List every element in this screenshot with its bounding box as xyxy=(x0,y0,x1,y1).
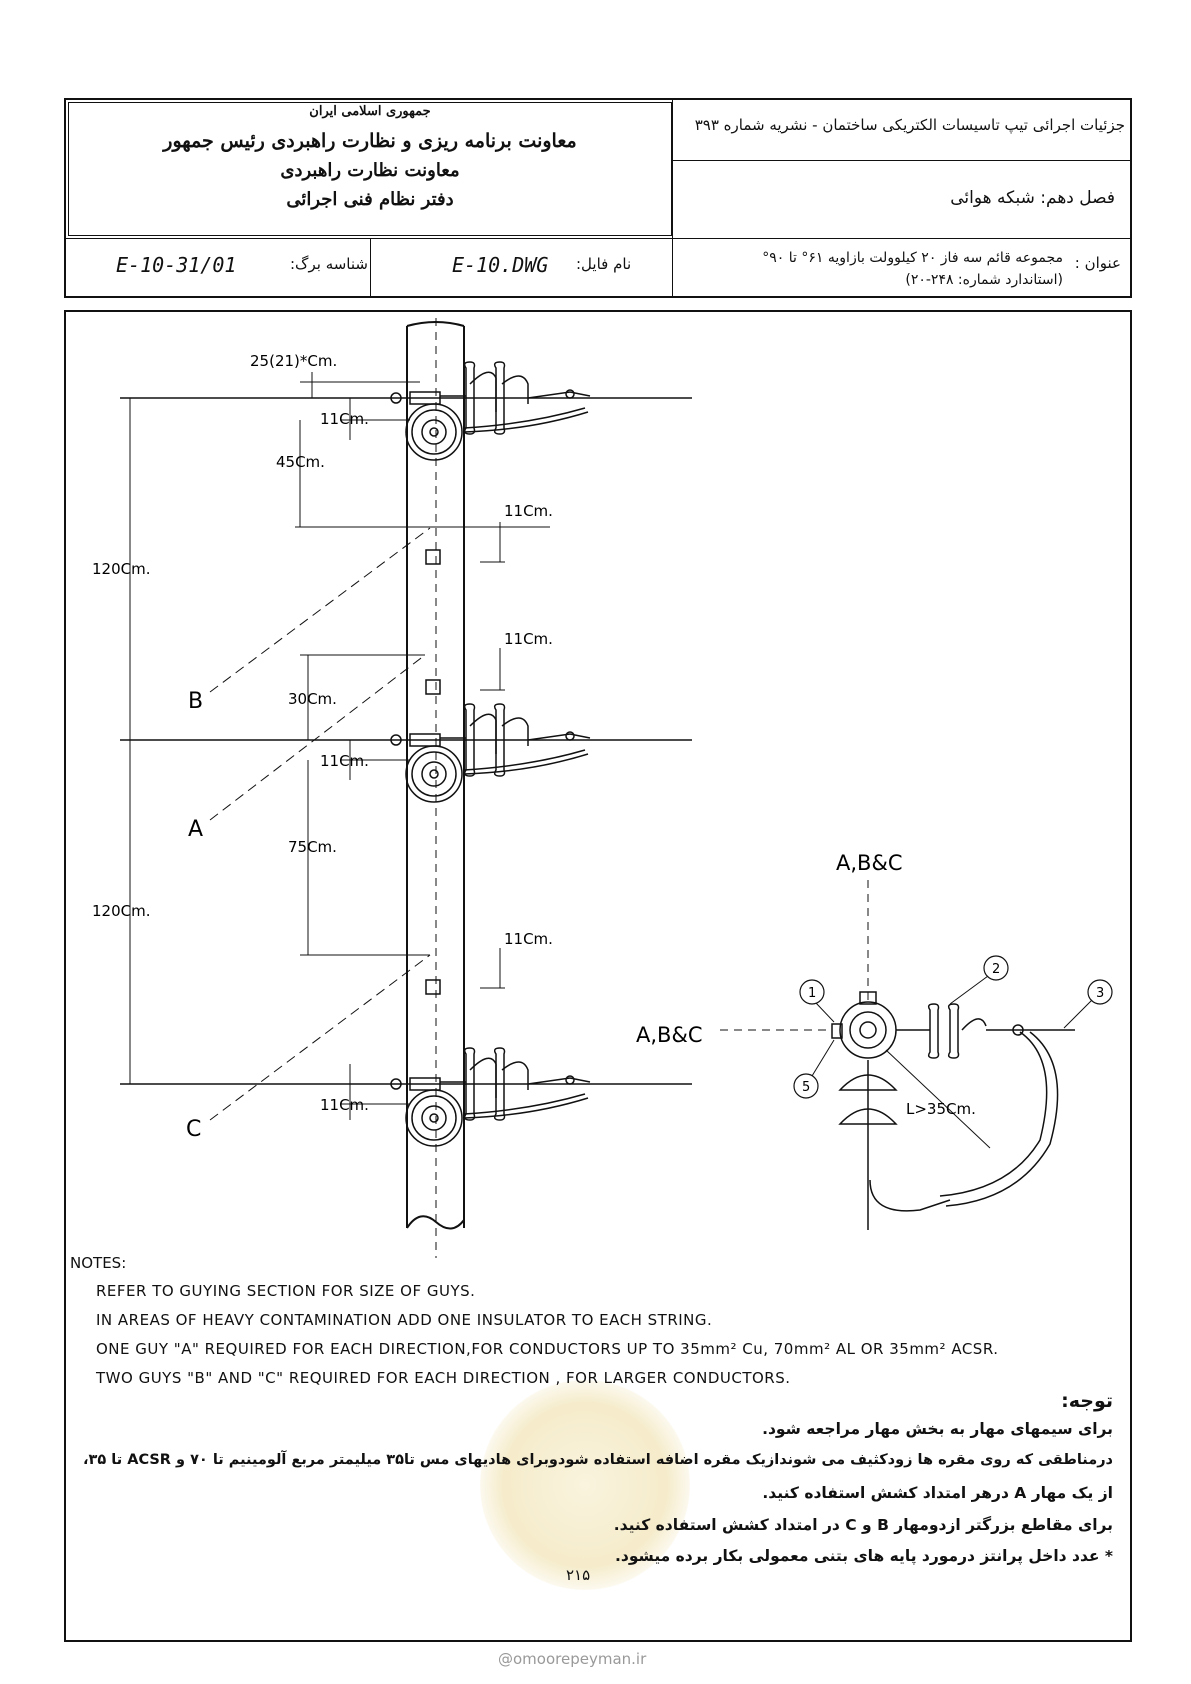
dim-11-top: 11Cm. xyxy=(320,410,369,428)
org-line-2: معاونت برنامه ریزی و نظارت راهبردی رئیس … xyxy=(163,130,577,152)
dim-120-bottom: 120Cm. xyxy=(92,902,150,920)
dimension-lines xyxy=(124,372,550,1120)
chapter-title: فصل دهم: شبکه هوائی xyxy=(950,188,1115,208)
note-en-4: TWO GUYS "B" AND "C" REQUIRED FOR EACH D… xyxy=(96,1369,791,1387)
title-vdivider-2 xyxy=(370,238,371,298)
title-divider-2 xyxy=(64,238,1132,239)
callout-1: 1 xyxy=(808,986,816,1001)
dim-top-offset: 25(21)*Cm. xyxy=(250,352,337,370)
drawing-frame xyxy=(64,310,1132,1642)
dim-11-right-bottom: 11Cm. xyxy=(504,930,553,948)
guy-label-a: A xyxy=(188,817,203,842)
guy-label-b: B xyxy=(188,689,203,714)
detail-top-label: A,B&C xyxy=(836,851,903,875)
dim-45: 45Cm. xyxy=(276,453,325,471)
notes-fa-heading: توجه: xyxy=(1061,1390,1113,1412)
file-label: نام فایل: xyxy=(576,255,632,273)
detail-clearance: L>35Cm. xyxy=(906,1100,976,1118)
title-block xyxy=(64,98,1132,298)
pole xyxy=(406,318,465,1258)
note-fa-3: از یک مهار A درهر امتداد کشش استفاده کنی… xyxy=(762,1484,1113,1502)
title-label: عنوان : xyxy=(1074,254,1121,272)
watermark-seal xyxy=(480,1380,690,1590)
dim-30: 30Cm. xyxy=(288,690,337,708)
sheet-label: شناسه برگ: xyxy=(290,255,368,273)
dim-11-mid: 11Cm. xyxy=(320,752,369,770)
org-box xyxy=(68,102,672,236)
dim-75: 75Cm. xyxy=(288,838,337,856)
note-en-1: REFER TO GUYING SECTION FOR SIZE OF GUYS… xyxy=(96,1282,476,1300)
note-fa-5: * عدد داخل پرانتز درمورد پایه های بتنی م… xyxy=(614,1547,1113,1565)
guy-label-c: C xyxy=(186,1117,201,1142)
guy-attachments xyxy=(425,549,441,995)
note-fa-1: برای سیمهای مهار به بخش مهار مراجعه شود. xyxy=(762,1420,1113,1438)
dim-11-bottom: 11Cm. xyxy=(320,1096,369,1114)
note-fa-4: برای مقاطع بزرگتر ازدومهار B و C در امتد… xyxy=(613,1516,1113,1534)
detail-plan-view xyxy=(720,880,1113,1230)
callout-5: 5 xyxy=(802,1080,810,1095)
guy-wires xyxy=(209,527,431,1121)
file-value: E-10.DWG xyxy=(452,253,549,277)
notes-heading: NOTES: xyxy=(70,1254,127,1272)
org-line-3: معاونت نظارت راهبردی xyxy=(280,160,460,181)
note-fa-2: درمناطقی که روی مقره ها زودکثیف می شوندا… xyxy=(83,1452,1113,1468)
sheet-value: E-10-31/01 xyxy=(116,253,237,277)
dim-11-right-top: 11Cm. xyxy=(504,502,553,520)
title-divider-1 xyxy=(672,160,1132,161)
insulator-assembly-bottom xyxy=(390,1047,591,1147)
detail-left-label: A,B&C xyxy=(636,1023,703,1047)
title-line-1: مجموعه قائم سه فاز ۲۰ کیلوولت بازاویه ۶۱… xyxy=(762,250,1063,266)
callout-2: 2 xyxy=(992,962,1000,977)
note-en-3: ONE GUY "A" REQUIRED FOR EACH DIRECTION,… xyxy=(96,1340,999,1358)
insulator-assembly-middle xyxy=(390,703,591,803)
note-en-2: IN AREAS OF HEAVY CONTAMINATION ADD ONE … xyxy=(96,1311,713,1329)
title-vdivider-1 xyxy=(672,98,673,298)
dim-11-right-mid: 11Cm. xyxy=(504,630,553,648)
publication-title: جزئیات اجرائی تیپ تاسیسات الکتریکی ساختم… xyxy=(694,116,1125,134)
site-watermark: @omoorepeyman.ir xyxy=(498,1650,647,1668)
org-line-4: دفتر نظام فنی اجرائی xyxy=(286,189,454,210)
dim-120-top: 120Cm. xyxy=(92,560,150,578)
page-number: ۲۱۵ xyxy=(566,1566,591,1584)
title-line-2: (استاندارد شماره: ۲۴۸-۲۰) xyxy=(905,272,1063,288)
callout-3: 3 xyxy=(1096,986,1104,1001)
insulator-assembly-top xyxy=(390,361,591,461)
org-line-1: جمهوری اسلامی ایران xyxy=(309,104,431,119)
